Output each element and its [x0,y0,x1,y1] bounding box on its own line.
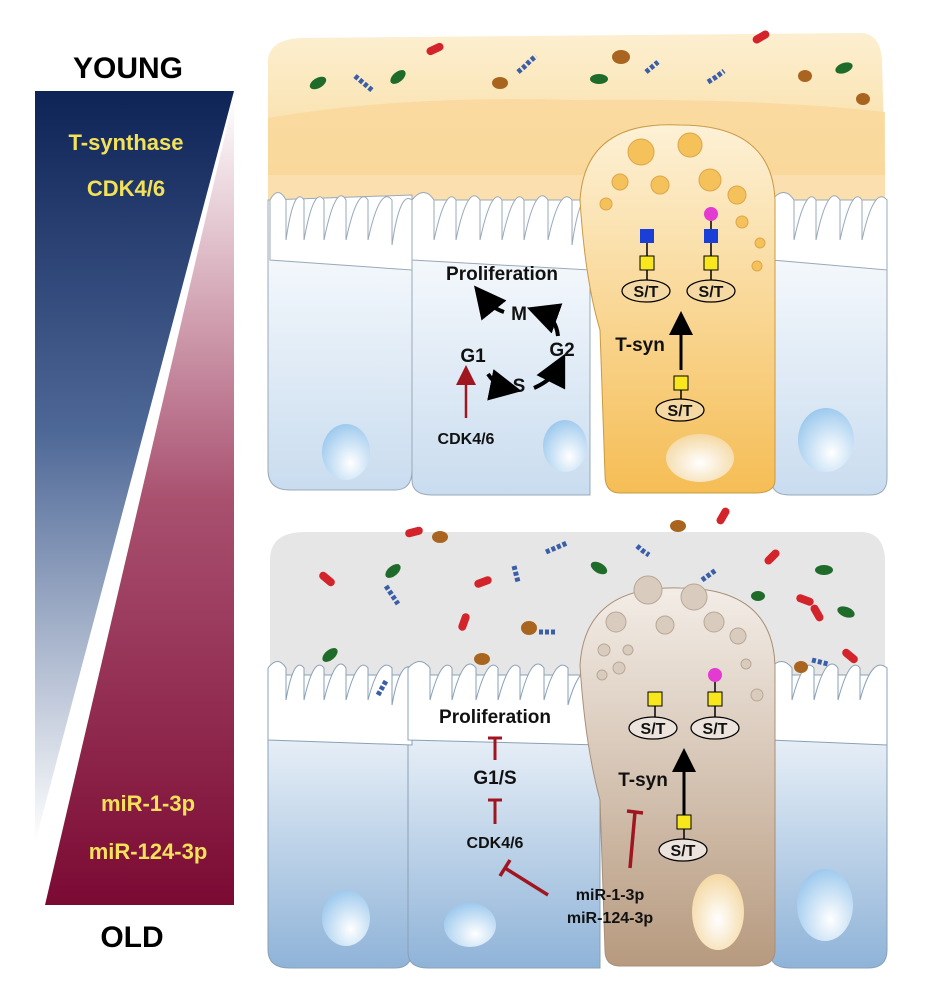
old-mirna-label-1: miR-1-3p [576,887,645,904]
old-glycosylation: S/T S/T T-syn S/T [618,668,740,869]
st-site-substrate [655,398,705,422]
old-proliferation-label: Proliferation [439,707,551,728]
old-microbiota [319,507,858,697]
old-mucus-layer [270,532,885,675]
old-goblet-nucleus [692,874,744,950]
galnac-square [639,255,655,271]
old-nucleus-middle [444,903,496,947]
old-st-site-substrate [658,838,708,862]
old-tsyn-label: T-syn [618,770,668,791]
young-proliferation-label: Proliferation [446,264,558,285]
svg-text:S/T: S/T [634,284,659,301]
old-g1s-label: G1/S [473,768,516,789]
old-mirna-label-2: miR-124-3p [567,910,653,927]
inhibit-mirna-cdk46 [504,866,549,897]
old-enterocyte-middle [407,674,601,969]
young-gradient-wedge [35,91,234,843]
young-microbiota [309,30,870,105]
st-site-left [621,279,671,303]
arrow-m-proliferation [474,285,507,321]
old-marker-mir124: miR-124-3p [89,839,208,864]
young-nucleus-right [798,408,854,472]
young-marker-tsynthase: T-synthase [69,130,184,155]
phase-s: S [513,376,526,397]
young-cell-cycle: Proliferation M G1 G2 S CDK4/6 [438,264,575,448]
young-microvilli [269,192,888,271]
old-gradient-wedge [45,97,234,905]
svg-text:S/T: S/T [699,284,724,301]
young-enterocyte-middle [411,199,591,496]
young-goblet-cell [579,124,776,494]
old-nucleus-left [322,890,370,946]
arrow-g1-s [486,369,522,401]
old-label: OLD [100,921,163,954]
age-axis: YOUNG T-synthase CDK4/6 miR-1-3p miR-124… [35,52,234,954]
young-mucin-granules [599,132,766,272]
young-tsyn-label: T-syn [615,335,665,356]
svg-text:S/T: S/T [671,843,696,860]
old-panel: Proliferation G1/S CDK4/6 S/T S/T T-syn [267,507,888,969]
old-mucin-granules [596,575,764,702]
glcnac-square [640,229,654,243]
young-enterocyte-right [771,199,888,496]
phase-g2: G2 [549,340,574,361]
young-nucleus-middle [543,420,587,472]
svg-text:S/T: S/T [641,721,666,738]
old-st-site-left [628,716,678,740]
old-cell-cycle: Proliferation G1/S CDK4/6 [439,707,551,897]
sialic-acid-circle [704,207,718,221]
svg-text:S/T: S/T [668,403,693,420]
young-label: YOUNG [73,52,183,85]
svg-text:S/T: S/T [703,721,728,738]
arrow-g2-m [526,303,563,337]
old-cdk46-label: CDK4/6 [467,835,524,852]
young-marker-cdk46: CDK4/6 [87,176,165,201]
arrow-s-g2 [533,353,566,390]
young-cdk46-label: CDK4/6 [438,431,495,448]
phase-g1: G1 [460,346,486,367]
old-nucleus-right [797,869,853,941]
phase-m: M [511,304,527,325]
old-st-site-right [690,716,740,740]
inhibit-mirna-tsyn [628,811,637,869]
young-goblet-nucleus [666,434,734,482]
young-glycosylation: S/T S/T T-syn S/T [615,207,736,422]
young-nucleus-left [322,424,370,480]
young-panel: Proliferation M G1 G2 S CDK4/6 S/T [267,30,888,496]
st-site-right [686,279,736,303]
old-microvilli [267,661,888,746]
old-marker-mir1: miR-1-3p [101,791,195,816]
